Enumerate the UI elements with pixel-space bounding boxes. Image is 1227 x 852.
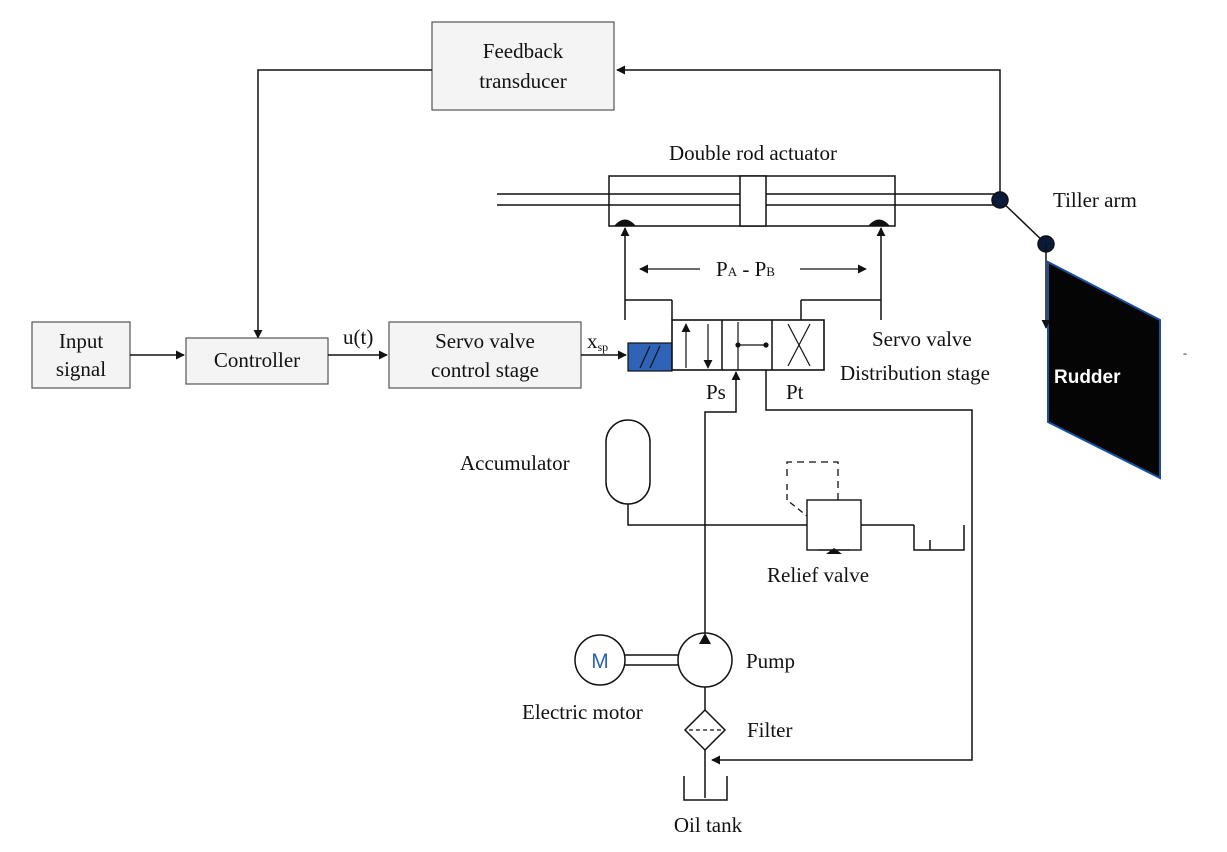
feedback-signal-line (616, 65, 1001, 200)
feedback-to-controller-line (253, 69, 432, 339)
ps-label: Ps (706, 380, 726, 404)
servo-control-label-1: Servo valve (435, 329, 535, 353)
oil-tank (683, 776, 728, 801)
actuator-label: Double rod actuator (669, 141, 837, 165)
relief-valve-label: Relief valve (767, 563, 869, 587)
stray-dot: - (1183, 346, 1187, 360)
relief-valve (786, 461, 862, 554)
filter (683, 708, 727, 752)
input-signal-block: Input signal (31, 321, 131, 389)
controller-label: Controller (214, 348, 300, 372)
accumulator-label: Accumulator (460, 451, 570, 475)
accumulator-line (627, 504, 914, 526)
tiller-arm-link (999, 199, 1047, 245)
return-line (711, 370, 973, 765)
rudder: Rudder (1047, 260, 1161, 480)
u-signal-label: u(t) (343, 325, 373, 349)
controller-block: Controller (185, 337, 329, 385)
servo-control-block: Servo valve control stage (388, 321, 582, 389)
servo-control-label-2: control stage (431, 358, 539, 382)
piston (739, 175, 767, 227)
input-label-1: Input (59, 329, 103, 353)
motor-symbol: M (591, 650, 609, 673)
servo-dist-label-1: Servo valve (872, 327, 972, 351)
xsp-label: xsp (587, 329, 608, 354)
pressure-diff-label: PA - PB (716, 257, 775, 281)
filter-label: Filter (747, 718, 793, 742)
pump-label: Pump (746, 649, 795, 673)
double-rod-actuator (497, 175, 1000, 227)
accumulator (605, 419, 651, 505)
supply-line (704, 371, 741, 640)
servo-valve-distribution (627, 319, 825, 372)
pt-label: Pt (786, 380, 804, 404)
tiller-joint-1 (991, 191, 1009, 209)
electric-motor-label: Electric motor (522, 700, 643, 724)
feedback-label-1: Feedback (483, 39, 564, 63)
feedback-label-2: transducer (479, 69, 566, 93)
pump (677, 632, 733, 688)
tiller-arm-label: Tiller arm (1053, 188, 1137, 212)
feedback-transducer-block: Feedback transducer (431, 21, 615, 111)
electric-motor: M (574, 634, 626, 686)
input-label-2: signal (56, 357, 106, 381)
rudder-label: Rudder (1054, 367, 1121, 388)
oil-tank-label: Oil tank (674, 813, 743, 837)
servo-dist-label-2: Distribution stage (840, 361, 990, 385)
relief-tank (913, 525, 965, 551)
